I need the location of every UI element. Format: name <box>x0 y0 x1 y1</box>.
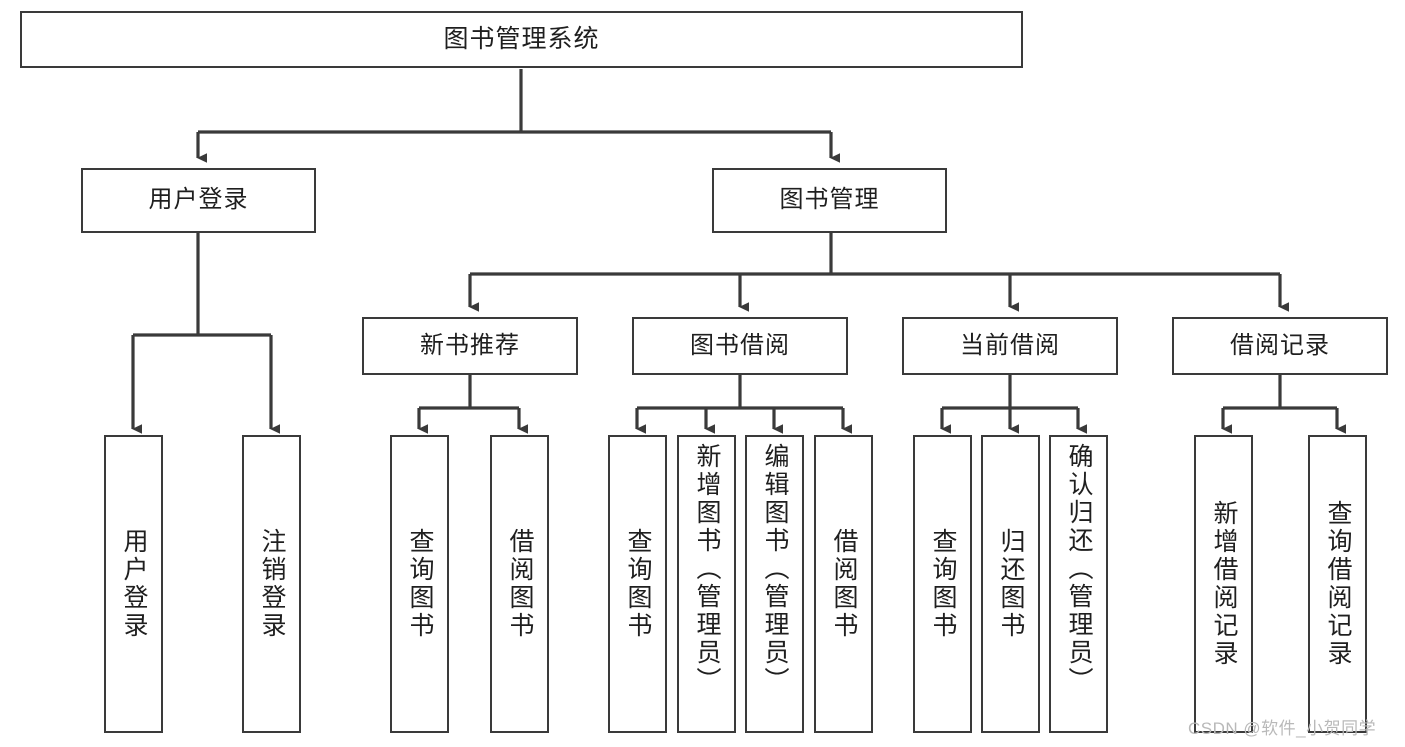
leaf-add-borrow-record[interactable]: 新增借阅记录 <box>1194 435 1253 733</box>
leaf-borrow-query-book[interactable]: 查询图书 <box>608 435 667 733</box>
node-label: 查询图书 <box>929 528 957 640</box>
node-borrow-record[interactable]: 借阅记录 <box>1172 317 1388 375</box>
node-label: 用户登录 <box>120 528 148 640</box>
leaf-query-borrow-record[interactable]: 查询借阅记录 <box>1308 435 1367 733</box>
node-current-borrow[interactable]: 当前借阅 <box>902 317 1118 375</box>
leaf-borrow-book[interactable]: 借阅图书 <box>814 435 873 733</box>
leaf-return-book[interactable]: 归还图书 <box>981 435 1040 733</box>
node-label: 查询图书 <box>624 528 652 640</box>
node-label: 确认归还（管理员） <box>1065 443 1093 695</box>
node-label: 用户登录 <box>148 186 249 214</box>
leaf-add-book-admin[interactable]: 新增图书（管理员） <box>677 435 736 733</box>
leaf-recommend-query-book[interactable]: 查询图书 <box>390 435 449 733</box>
node-label: 当前借阅 <box>960 331 1060 359</box>
node-new-book-recommend[interactable]: 新书推荐 <box>362 317 578 375</box>
node-label: 新增借阅记录 <box>1210 500 1238 668</box>
node-user-login[interactable]: 用户登录 <box>81 168 316 233</box>
node-label: 借阅图书 <box>506 528 534 640</box>
node-book-management[interactable]: 图书管理 <box>712 168 947 233</box>
node-label: 新书推荐 <box>420 331 520 359</box>
leaf-user-logout[interactable]: 注销登录 <box>242 435 301 733</box>
leaf-edit-book-admin[interactable]: 编辑图书（管理员） <box>745 435 804 733</box>
node-label: 编辑图书（管理员） <box>761 443 789 695</box>
leaf-current-query-book[interactable]: 查询图书 <box>913 435 972 733</box>
node-label: 归还图书 <box>997 528 1025 640</box>
node-label: 注销登录 <box>258 528 286 640</box>
node-label: 新增图书（管理员） <box>693 443 721 695</box>
watermark: CSDN @软件_小贺同学 <box>1188 719 1377 738</box>
node-label: 查询图书 <box>406 528 434 640</box>
node-label: 图书管理系统 <box>443 24 600 53</box>
node-label: 查询借阅记录 <box>1324 500 1352 668</box>
node-label: 借阅图书 <box>830 528 858 640</box>
node-book-borrow[interactable]: 图书借阅 <box>632 317 848 375</box>
node-label: 图书借阅 <box>690 331 790 359</box>
node-label: 借阅记录 <box>1230 331 1330 359</box>
leaf-confirm-return-admin[interactable]: 确认归还（管理员） <box>1049 435 1108 733</box>
node-book-management-system[interactable]: 图书管理系统 <box>20 11 1023 68</box>
leaf-recommend-borrow-book[interactable]: 借阅图书 <box>490 435 549 733</box>
node-label: 图书管理 <box>779 186 880 214</box>
leaf-user-login[interactable]: 用户登录 <box>104 435 163 733</box>
